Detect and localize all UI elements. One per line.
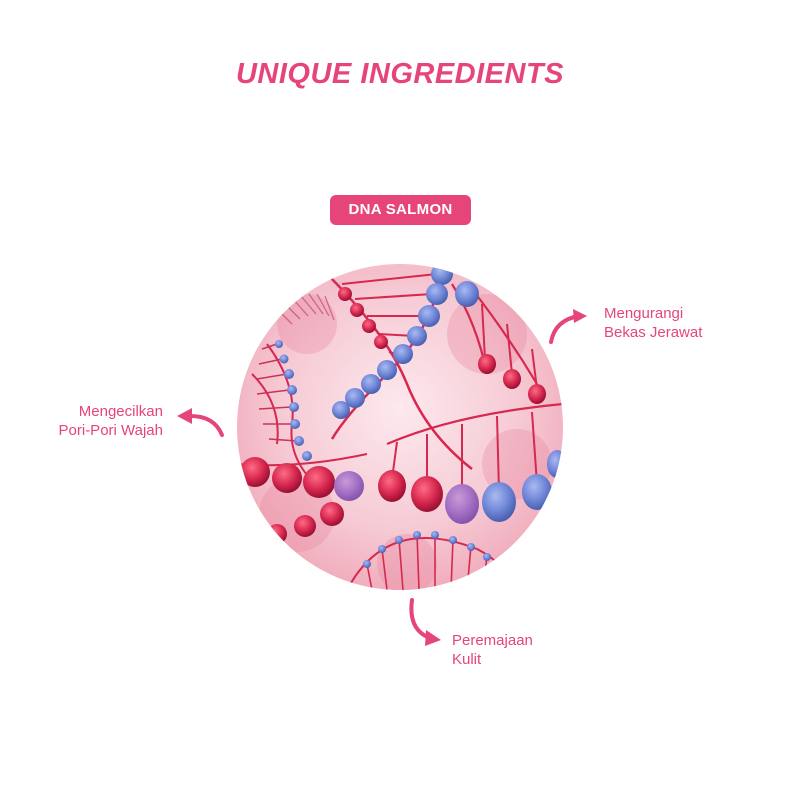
benefit-line: Kulit (452, 651, 482, 668)
benefit-line: Pori-Pori Wajah (58, 422, 163, 439)
benefit-line: Mengurangi (604, 305, 684, 322)
page-title: UNIQUE INGREDIENTS (235, 58, 565, 90)
benefit-label-skin-rejuvenation: Peremajaan Kulit (452, 631, 533, 669)
benefit-line: Mengecilkan (78, 403, 163, 420)
benefit-label-pores: Mengecilkan Pori-Pori Wajah (40, 402, 163, 440)
curved-arrow-icon (409, 598, 441, 646)
benefit-line: Peremajaan (452, 632, 533, 649)
ingredient-badge: DNA SALMON (330, 195, 471, 225)
benefit-line: Bekas Jerawat (604, 324, 703, 341)
curved-arrow-icon (177, 408, 224, 437)
benefit-label-acne-scars: Mengurangi Bekas Jerawat (604, 304, 702, 342)
curved-arrow-icon (549, 309, 587, 344)
dna-helix-image (237, 264, 563, 590)
